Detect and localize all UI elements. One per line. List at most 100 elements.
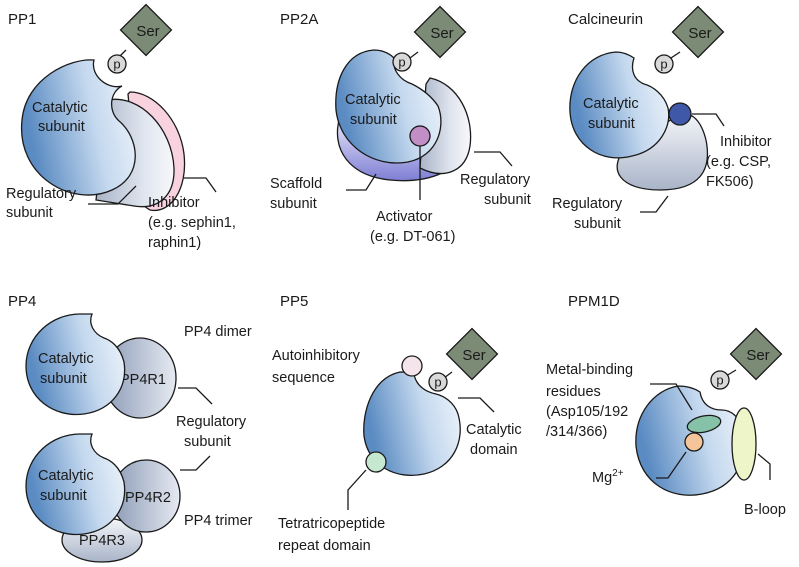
catalytic-label: subunit — [350, 112, 397, 128]
panel-ppm1d: PPM1D p Ser Metal-binding residues (Asp1… — [546, 293, 786, 518]
scaffold-label: subunit — [270, 196, 317, 212]
activator-label: Activator — [376, 209, 433, 225]
inhibitor-label: (e.g. sephin1, — [148, 215, 236, 231]
pp4r3-label: PP4R3 — [79, 533, 125, 549]
bloop-label: B-loop — [744, 502, 786, 518]
p-label: p — [716, 373, 723, 388]
autoinhibitory-label: sequence — [272, 370, 335, 386]
catalytic-label: Catalytic — [583, 96, 639, 112]
leader-line — [640, 195, 669, 213]
catalytic-label: Catalytic — [345, 92, 401, 108]
regulatory-label: Regulatory — [552, 196, 623, 212]
catalytic-label: Catalytic — [38, 351, 94, 367]
phosphate-p-pp1: p — [107, 49, 127, 74]
regulatory-label: subunit — [184, 434, 231, 450]
regulatory-label: Regulatory — [176, 414, 247, 430]
autoinhibitory-label: Autoinhibitory — [272, 348, 361, 364]
tpr-label: Tetratricopeptide — [278, 516, 385, 532]
catalytic-label: subunit — [38, 119, 85, 135]
regulatory-label: subunit — [6, 205, 53, 221]
panel-pp1: PP1 Catalytic subunit p Ser Regulatory s… — [6, 3, 236, 251]
leader-line — [474, 151, 513, 167]
phosphate-p-pp2a: p — [392, 51, 419, 72]
panel-title-calcineurin: Calcineurin — [568, 11, 643, 28]
p-label: p — [660, 57, 667, 72]
p-label: p — [434, 375, 441, 390]
ser-label: Ser — [462, 347, 485, 364]
pp4-dimer-label: PP4 dimer — [184, 324, 252, 340]
ser-residue-pp1: Ser — [119, 3, 173, 57]
panel-title-ppm1d: PPM1D — [568, 293, 620, 310]
catalytic-subunit-pp4-dimer: Catalytic subunit — [25, 313, 126, 416]
activator-pp2a — [409, 125, 431, 147]
ser-label: Ser — [136, 23, 159, 40]
metal-binding-label: /314/366) — [546, 424, 607, 440]
inhibitor-label: raphin1) — [148, 235, 201, 251]
leader-line — [656, 451, 687, 479]
mg-ion-ppm1d — [684, 432, 704, 452]
regulatory-label: Regulatory — [460, 172, 531, 188]
ser-residue-calcineurin: Ser — [671, 5, 725, 59]
pp4r2-label: PP4R2 — [125, 490, 171, 506]
ser-residue-pp5: Ser — [445, 327, 499, 381]
inhibitor-label: Inhibitor — [148, 195, 200, 211]
panel-title-pp2a: PP2A — [280, 11, 318, 28]
phosphate-p-ppm1d: p — [710, 369, 737, 390]
leader-line — [180, 455, 211, 471]
leader-line — [650, 383, 693, 411]
regulatory-label: subunit — [484, 192, 531, 208]
catalytic-label: subunit — [40, 371, 87, 387]
metal-binding-label: (Asp105/192 — [546, 404, 628, 420]
catalytic-label: Catalytic — [32, 100, 88, 116]
bloop-ppm1d — [731, 407, 757, 481]
panel-calcineurin: Calcineurin Catalytic subunit p Ser Inhi… — [552, 5, 772, 232]
tpr-domain-pp5 — [365, 451, 387, 473]
ser-label: Ser — [746, 347, 769, 364]
p-label: p — [398, 55, 405, 70]
ser-label: Ser — [688, 25, 711, 42]
leader-line — [346, 173, 377, 191]
panel-pp4: PP4 PP4R1 Catalytic subunit PP4R3 PP4R2 … — [8, 293, 253, 563]
leader-line — [184, 177, 217, 193]
pp4r1-label: PP4R1 — [120, 372, 166, 388]
panel-title-pp5: PP5 — [280, 293, 308, 310]
panel-title-pp4: PP4 — [8, 293, 36, 310]
leader-line — [178, 387, 213, 405]
inhibitor-label: (e.g. CSP, — [706, 154, 771, 170]
catalytic-subunit-pp4-trimer: Catalytic subunit — [25, 433, 126, 536]
inhibitor-label: FK506) — [706, 174, 754, 190]
mg-label: Mg2+ — [592, 468, 624, 486]
catalytic-label: Catalytic — [38, 468, 94, 484]
regulatory-label: subunit — [574, 216, 621, 232]
autoinhibitory-sequence-pp5 — [401, 355, 423, 377]
catalytic-label: subunit — [588, 116, 635, 132]
catalytic-subunit-pp1: Catalytic subunit — [21, 59, 136, 196]
ser-label: Ser — [430, 25, 453, 42]
leader-line — [757, 453, 771, 480]
catalytic-subunit-calcineurin: Catalytic subunit — [569, 51, 670, 159]
panel-pp2a: PP2A Catalytic subunit p Ser Scaffold su… — [270, 5, 531, 245]
leader-line — [692, 113, 725, 127]
catalytic-domain-label: domain — [470, 442, 518, 458]
ser-residue-pp2a: Ser — [413, 5, 467, 59]
metal-binding-label: residues — [546, 384, 601, 400]
inhibitor-calcineurin — [668, 102, 692, 126]
panel-pp5: PP5 p Ser Autoinhibitory sequence Cataly… — [272, 293, 522, 554]
catalytic-domain-label: Catalytic — [466, 422, 522, 438]
pp4-trimer-label: PP4 trimer — [184, 513, 253, 529]
ser-residue-ppm1d: Ser — [729, 327, 783, 381]
catalytic-label: subunit — [40, 488, 87, 504]
inhibitor-label: Inhibitor — [720, 134, 772, 150]
leader-line — [347, 469, 367, 510]
leader-line — [458, 397, 495, 413]
panel-title-pp1: PP1 — [8, 11, 36, 28]
phosphate-p-calcineurin: p — [654, 51, 681, 74]
regulatory-label: Regulatory — [6, 186, 77, 202]
metal-binding-residues-ppm1d — [686, 414, 722, 434]
phosphate-p-pp5: p — [428, 371, 453, 392]
p-label: p — [113, 57, 120, 72]
tpr-label: repeat domain — [278, 538, 371, 554]
activator-label: (e.g. DT-061) — [370, 229, 455, 245]
scaffold-label: Scaffold — [270, 176, 322, 192]
